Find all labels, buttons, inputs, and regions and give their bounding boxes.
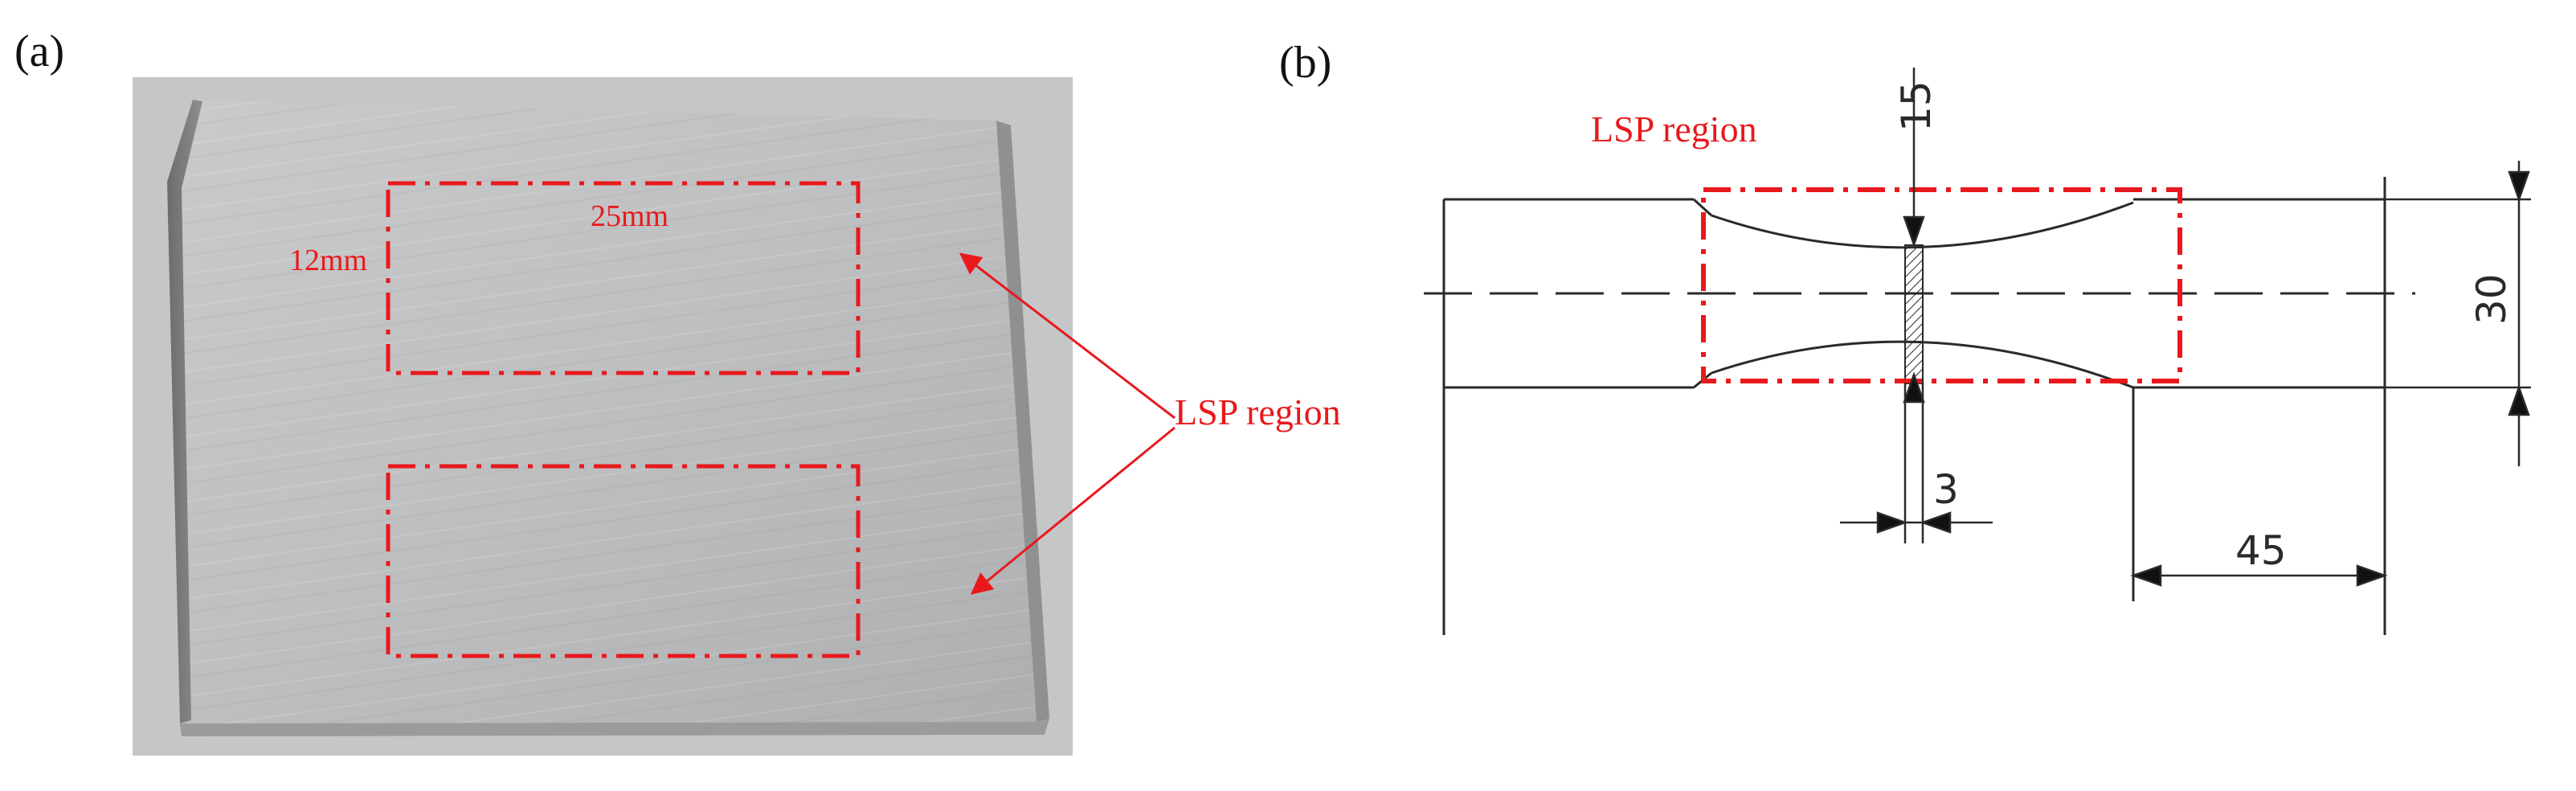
lsp-region-box-upper	[386, 181, 861, 375]
gauge-top-arc	[1711, 201, 2134, 249]
dimension-45-arrow-left	[2130, 564, 2162, 587]
hatched-gauge-section	[1904, 244, 1924, 384]
plate-left-edge	[167, 100, 202, 723]
dimension-15-arrow-top	[1903, 215, 1925, 248]
lsp-region-box-b	[1701, 187, 2182, 383]
dimension-30-arrow-bottom	[2508, 384, 2530, 416]
dimension-label-width: 25mm	[591, 199, 669, 233]
dimension-15-label: 15	[1893, 80, 1940, 132]
plate-right-edge	[996, 121, 1049, 722]
left-taper-top	[1692, 198, 1713, 217]
panel-b: (b) LSP region 15	[1279, 38, 2531, 635]
dimension-3-arrow-right	[1920, 511, 1952, 534]
dimension-30	[2385, 161, 2531, 466]
lsp-region-label-a: LSP region	[1175, 391, 1341, 432]
dimension-label-height: 12mm	[289, 244, 367, 277]
callout-arrow-upper	[959, 252, 1176, 420]
metal-plate-photo	[133, 77, 1073, 756]
dimension-3-label: 3	[1933, 466, 1959, 513]
dimension-45-label: 45	[2235, 527, 2287, 574]
dimension-45	[2130, 564, 2388, 587]
callout-arrow-lower	[970, 426, 1176, 595]
panel-b-label: (b)	[1279, 38, 1331, 88]
plate-brush-texture	[167, 100, 1037, 723]
dimension-15-arrow-bottom	[1903, 371, 1925, 404]
dimension-45-arrow-right	[2356, 564, 2388, 587]
lsp-region-label-b: LSP region	[1591, 109, 1757, 150]
dimension-3	[1840, 383, 1993, 543]
plate-bottom-edge	[180, 719, 1049, 736]
dimension-30-label: 30	[2468, 273, 2515, 325]
dimension-30-arrow-top	[2508, 170, 2530, 203]
dimension-3-arrow-left	[1876, 511, 1908, 534]
panel-a-label: (a)	[14, 27, 64, 76]
panel-a: (a) 25mm 12mm LSP region	[14, 27, 1341, 756]
specimen-outline	[1442, 177, 2386, 635]
dimension-15	[1903, 68, 1925, 404]
lsp-region-box-lower	[386, 464, 861, 658]
